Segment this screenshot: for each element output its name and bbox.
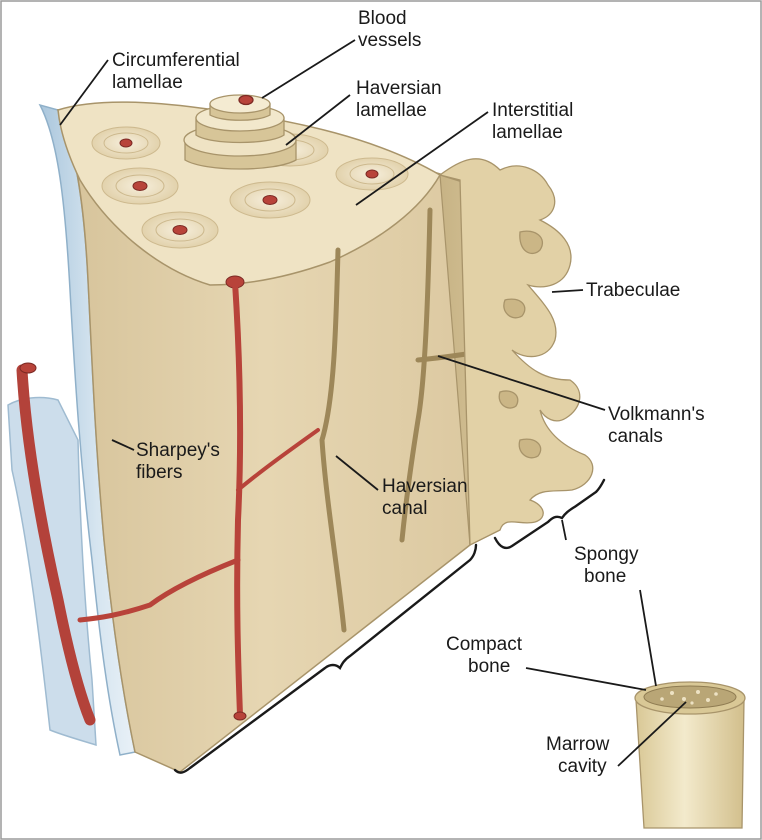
- label-blood-vessels: Blood vessels: [358, 8, 422, 51]
- leader-spongy-bone: [561, 519, 567, 541]
- leader-volkmanns-canals: [437, 355, 606, 411]
- spongy-bone-trabeculae: [438, 158, 594, 547]
- haversian-lamellae-stack: [183, 94, 297, 170]
- label-trabeculae: Trabeculae: [586, 280, 681, 301]
- spongy-bone-bracket: [493, 478, 606, 550]
- leader-haversian-lamellae: [285, 94, 351, 146]
- label-sharpeys-fibers: Sharpey's fibers: [136, 440, 220, 483]
- compact-bone-bracket: [173, 543, 478, 774]
- leader-circumferential-lamellae: [59, 59, 109, 126]
- leader-haversian-canal: [335, 455, 379, 491]
- leader-interstitial-lamellae: [355, 111, 489, 206]
- brackets: [173, 478, 606, 774]
- label-volkmanns-canals: Volkmann's canals: [608, 404, 705, 447]
- marrow-cavity-opening: [643, 685, 737, 709]
- bone-shaft: [634, 681, 746, 829]
- label-spongy-bone: Spongy bone: [574, 544, 639, 587]
- artery-opening: [19, 362, 37, 374]
- label-haversian-canal: Haversian canal: [382, 476, 468, 519]
- leader-lines: [59, 39, 687, 767]
- vessel-end: [233, 711, 247, 721]
- label-haversian-lamellae: Haversian lamellae: [356, 78, 442, 121]
- label-compact-bone: Compact bone: [446, 634, 523, 677]
- leader-sharpeys-fibers: [111, 439, 135, 451]
- blood-vessel-network: [16, 279, 320, 726]
- label-circumferential-lamellae: Circumferential lamellae: [112, 50, 240, 93]
- label-marrow-cavity: Marrow cavity: [546, 734, 610, 777]
- leader-spongy-bone-shaft: [639, 589, 657, 687]
- leader-blood-vessels: [261, 39, 356, 99]
- leader-trabeculae: [551, 289, 584, 293]
- leader-compact-bone: [525, 667, 647, 691]
- label-interstitial-lamellae: Interstitial lamellae: [492, 100, 574, 143]
- leader-marrow-cavity: [617, 701, 687, 767]
